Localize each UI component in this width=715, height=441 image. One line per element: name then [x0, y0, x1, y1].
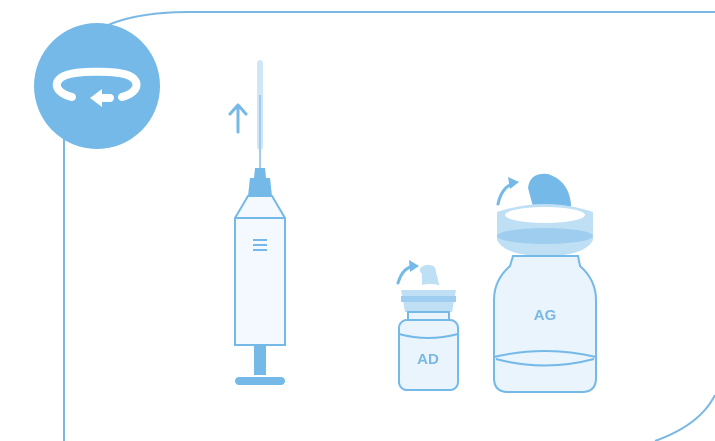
arrow-up-icon — [230, 105, 246, 132]
vial-large-label: AG — [534, 307, 557, 324]
vial-small: AD — [398, 260, 458, 390]
vial-small-label: AD — [417, 351, 439, 368]
syringe-icon — [230, 60, 285, 385]
panel-frame-corner — [655, 395, 715, 441]
flip-off-cap-icon — [416, 265, 444, 294]
panel-frame — [64, 12, 715, 441]
step-badge — [34, 23, 160, 149]
vial-large: AG — [494, 174, 596, 392]
